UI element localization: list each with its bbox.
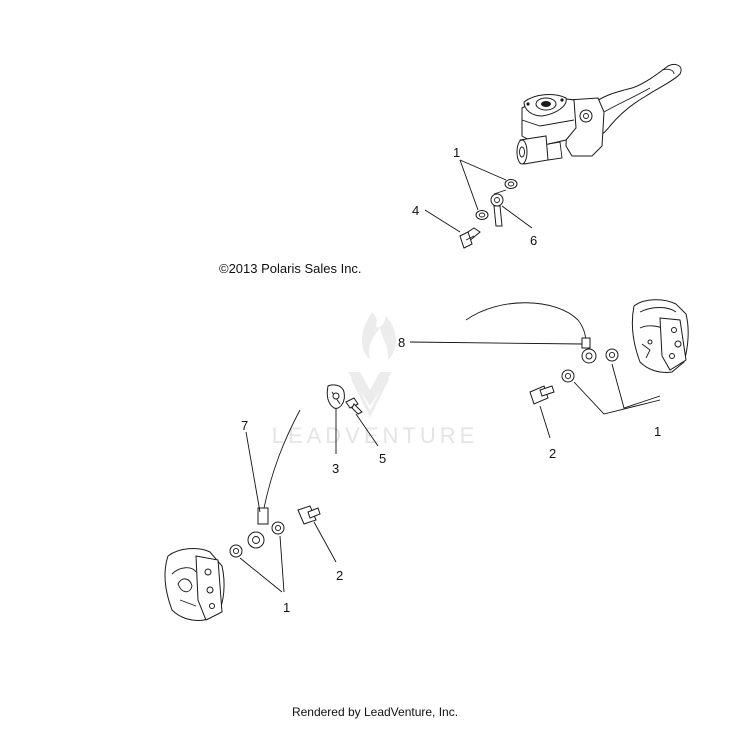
leadventure-watermark: LEADVENTURE [272,312,479,448]
callout-clip-screw: 5 [379,451,386,466]
callout-left-bolt: 2 [336,568,343,583]
footer-credit: Rendered by LeadVenture, Inc. [291,705,459,719]
callout-left-washers: 1 [283,600,290,615]
v-logo-icon [348,372,392,406]
leader-lines [239,159,661,593]
master-cylinder [516,63,682,165]
top-hardware [459,179,518,249]
line-clip [326,384,363,415]
callout-top-bolt: 4 [412,203,419,218]
left-hardware [229,409,321,558]
right-caliper [631,299,689,373]
flame-logo-icon [361,312,397,360]
callout-top-banjo: 6 [530,233,537,248]
callout-top-washers: 1 [453,145,460,160]
watermark-text: LEADVENTURE [272,423,479,448]
left-caliper [164,548,225,621]
callout-right-bolt: 2 [549,446,556,461]
right-hardware [465,302,619,405]
callout-brake-line: 8 [398,335,405,350]
callout-right-washers: 1 [654,424,661,439]
copyright-notice: ©2013 Polaris Sales Inc. [219,261,362,276]
callout-line-clip: 3 [332,461,339,476]
callout-left-brake-line: 7 [241,418,248,433]
callout-labels: 1 4 6 8 1 2 3 5 7 2 1 [241,145,661,615]
